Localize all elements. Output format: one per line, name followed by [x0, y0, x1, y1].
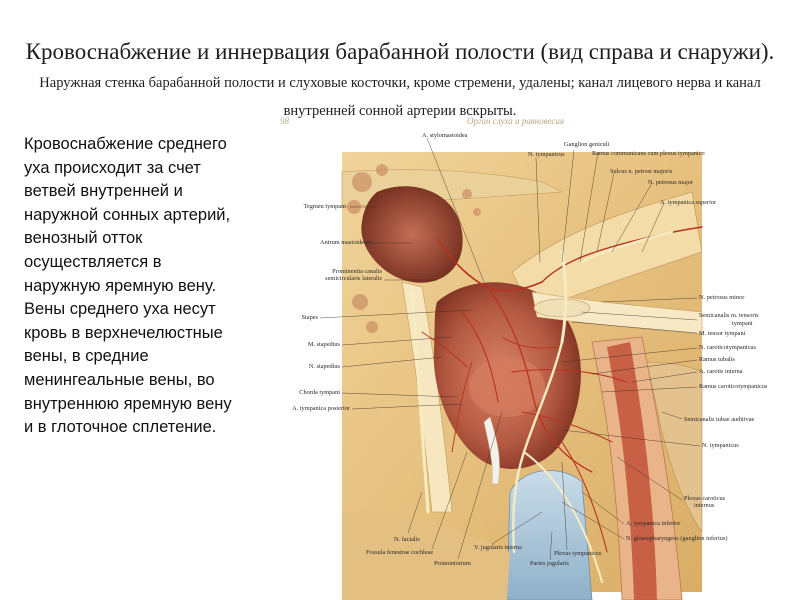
tube-semicanal: [646, 361, 703, 533]
antrum-mastoideum: [361, 186, 463, 283]
label-n-facialis: N. facialis: [394, 536, 420, 543]
label-m-tensor-tympani: M. tensor tympani: [699, 330, 746, 337]
label-a-tympanica-inferior: A. tympanica inferior: [626, 520, 681, 527]
label-a-tympanica-superior: A. tympanica superior: [660, 199, 717, 206]
anatomy-illustration: 98 Орган слуха и равновесия A. stylomast…: [262, 112, 800, 600]
label-semicanalis-m-tensoris: Semicanalis m. tensoris: [699, 312, 759, 319]
title-sub: Наружная стенка барабанной полости и слу…: [39, 75, 761, 119]
label-m-stapedius: M. stapedius: [307, 341, 340, 348]
paragraph-1: Кровоснабжение среднего уха происходит з…: [24, 135, 231, 295]
label-n-petrosus-major: N. petrosus major: [648, 179, 693, 186]
label-internus: internus: [694, 502, 715, 509]
label-sulcus-n-petrosi: Sulcus n. petrosi majoris: [610, 168, 673, 175]
label-n-stapedius: N. stapedius: [308, 363, 340, 370]
label-semicanalis-tubae: Semicanalis tubae auditivae: [684, 416, 755, 423]
leader-lines: [319, 137, 701, 561]
label-n-tympanicus-right: N. tympanicus: [702, 442, 739, 449]
label-plexus-tympanicus: Plexus tympanicus: [554, 550, 602, 557]
title-main: Кровоснабжение и иннервация барабанной п…: [25, 39, 775, 64]
label-n-glossopharyngeus: N. glossopharyngeus (ganglion inferius): [626, 535, 728, 542]
label-plexus-caroticus: Plexus caroticus: [684, 495, 726, 502]
label-ramus-caroticotympanicus: Ramus caroticotympanicus: [699, 383, 768, 390]
label-a-stylomastoidea: A. stylomastoidea: [422, 132, 468, 139]
label-promontorium: Promontorium: [434, 560, 471, 567]
label-antrum-mastoideum: Antrum mastoideum: [320, 239, 372, 246]
mastoid-cells: [347, 164, 481, 333]
anatomy-drawing: [319, 137, 703, 600]
body-text: Кровоснабжение среднего уха происходит з…: [24, 133, 236, 440]
label-ramus-communicans: Ramus communicans cum plexus tympanico: [592, 150, 705, 157]
label-paries-jugularis: Paries jugularis: [530, 560, 569, 567]
label-a-carotis-interna: A. carotis interna: [699, 368, 743, 375]
figure-page-number: 98: [280, 116, 289, 126]
fenestra-rim: [483, 416, 500, 485]
figure-running-header: Орган слуха и равновесия: [467, 116, 565, 126]
label-a-tympanica-posterior: A. tympanica posterior: [292, 405, 350, 412]
label-semicircularis-lateralis: semicircularis lateralis: [325, 275, 382, 282]
label-ganglion-geniculi: Ganglion geniculi: [564, 141, 610, 148]
label-n-petrosus-minor: N. petrosus minor: [699, 294, 745, 301]
label-n-tympanicus-top: N. tympanicus: [528, 151, 565, 158]
promontorium-bulge: [469, 357, 545, 417]
nerves: [410, 230, 674, 583]
label-prominentia-canalis: Prominentia canalis: [332, 268, 382, 275]
label-chorda-tympani: Chorda tympani: [299, 389, 340, 396]
label-tegmen-tympani: Tegmen tympani: [303, 203, 346, 210]
tensor-muscle: [533, 298, 591, 318]
label-n-caroticotympanicus: N. caroticotympanicus: [699, 344, 757, 351]
label-ramus-tubalis: Ramus tubalis: [699, 356, 735, 363]
slide-title: Кровоснабжение и иннервация барабанной п…: [10, 38, 790, 125]
lower-bone: [342, 511, 510, 600]
vessels: [421, 226, 703, 553]
label-tympani: tympani: [732, 320, 753, 327]
paragraph-2: Вены среднего уха несут кровь в верхнече…: [24, 300, 232, 437]
internal-carotid: [607, 342, 657, 600]
label-fossula-fenestrae: Fossula fenestrae cochleae: [366, 549, 434, 556]
label-v-jugularis-interna: V. jugularis interna: [474, 544, 522, 551]
label-stapes: Stapes: [301, 314, 318, 321]
jugular-vein: [506, 470, 593, 600]
